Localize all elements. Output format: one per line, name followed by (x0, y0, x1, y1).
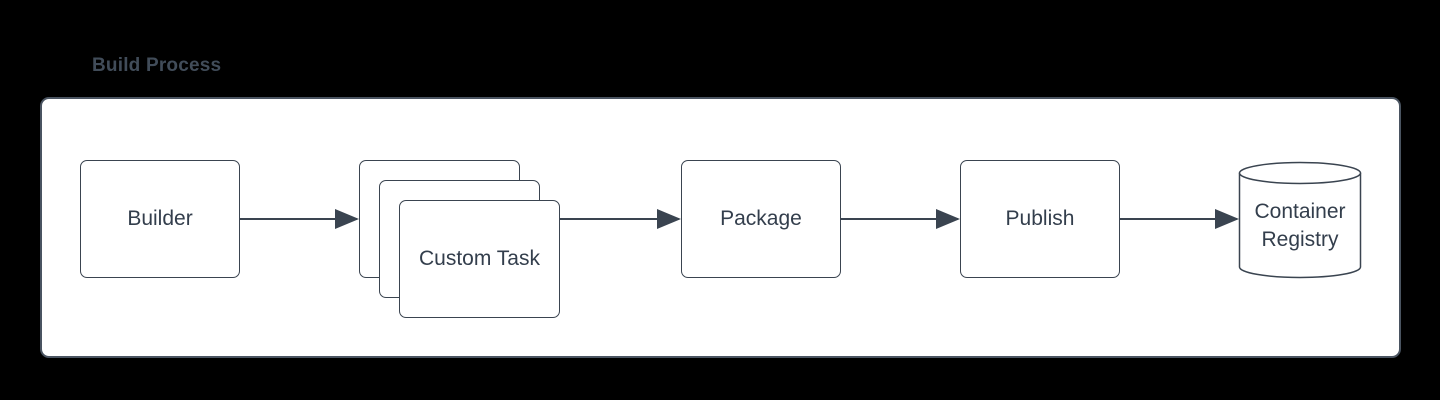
process-step-builder[interactable]: Builder (80, 160, 240, 278)
process-step-container-registry-label: Container Registry (1254, 200, 1346, 251)
process-step-container-registry[interactable]: Container Registry (1238, 161, 1362, 279)
process-step-publish[interactable]: Publish (960, 160, 1120, 278)
process-step-builder-label: Builder (127, 207, 193, 230)
cylinder-shape-icon (1238, 161, 1362, 279)
process-step-custom-task[interactable]: Custom Task (399, 200, 560, 318)
diagram-title: Build Process (92, 55, 222, 76)
process-step-package[interactable]: Package (681, 160, 841, 278)
process-step-package-label: Package (720, 207, 802, 230)
process-step-publish-label: Publish (1005, 207, 1075, 230)
process-step-custom-task-label: Custom Task (419, 247, 540, 270)
